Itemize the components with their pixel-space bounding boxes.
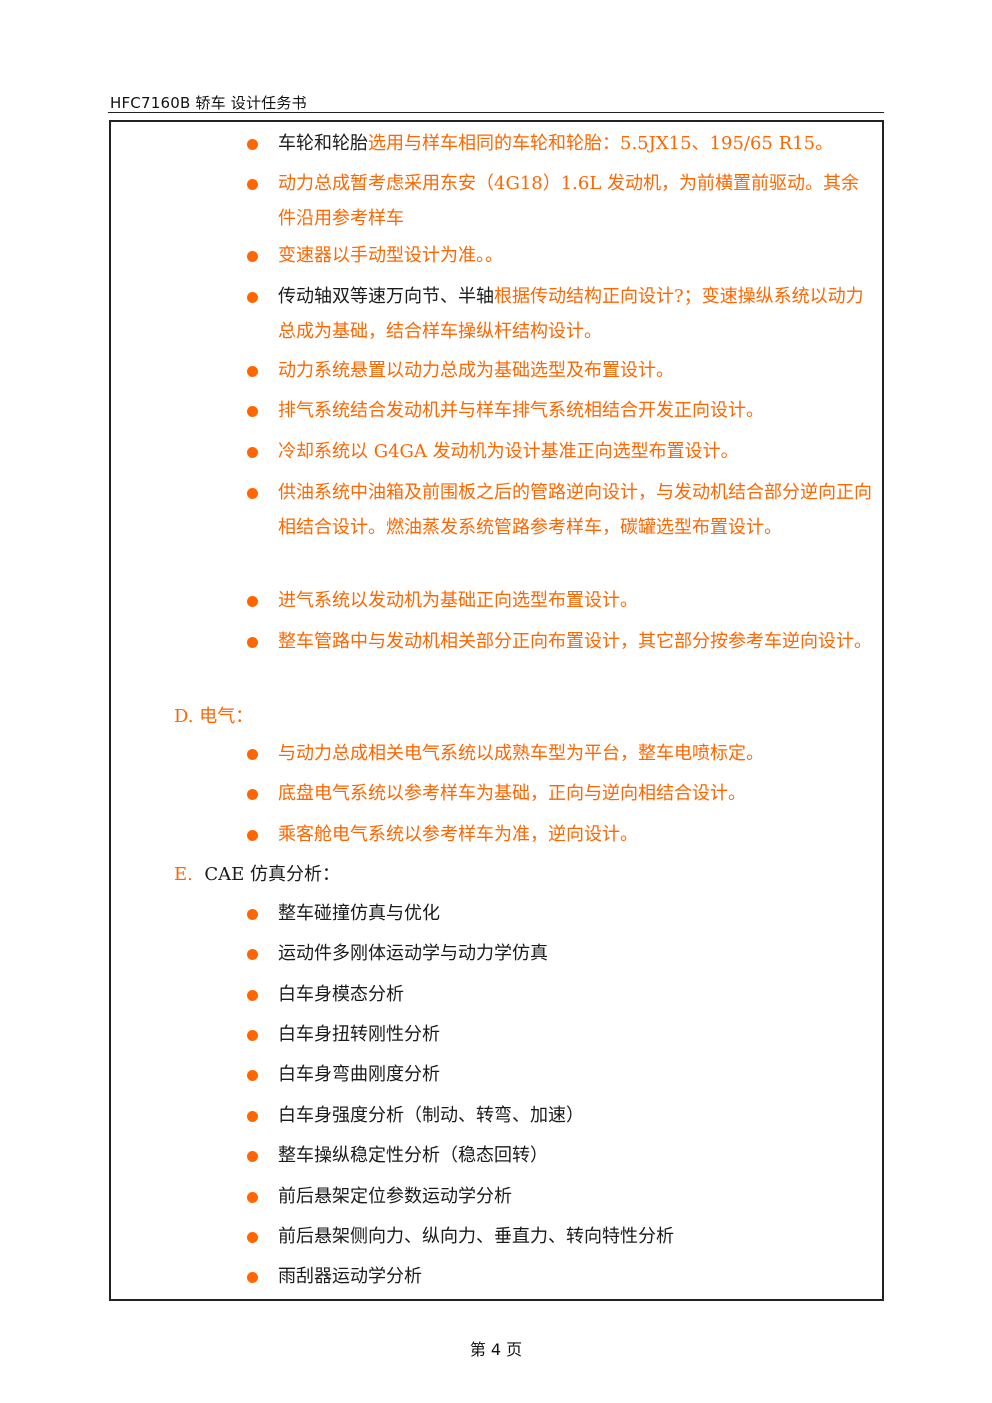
- bullet-icon: [247, 749, 258, 760]
- item-text: 整车碰撞仿真与优化: [278, 903, 440, 924]
- item-text: 整车管路中与发动机相关部分正向布置设计，其它部分按参考车逆向设计。: [278, 631, 872, 652]
- item-text: 白车身扭转刚性分析: [278, 1024, 440, 1045]
- header-divider: [108, 112, 884, 113]
- bullet-icon: [247, 1070, 258, 1081]
- bullet-icon: [247, 596, 258, 607]
- document-header-title: HFC7160B 轿车 设计任务书: [110, 94, 307, 112]
- item-text: 动力总成暂考虑采用东安（4G18）1.6L 发动机，为前横置前驱动。其余件沿用参…: [278, 173, 860, 229]
- page-number: 第 4 页: [469, 1340, 523, 1359]
- bullet-icon: [247, 1151, 258, 1162]
- item-text: 运动件多刚体运动学与动力学仿真: [278, 943, 548, 964]
- bullet-icon: [247, 292, 258, 303]
- section-e-prefix: E.: [174, 864, 193, 885]
- content-frame: 车轮和轮胎选用与样车相同的车轮和轮胎：5.5JX15、195/65 R15。 动…: [109, 120, 884, 1301]
- section-e-title: CAE 仿真分析：: [204, 864, 340, 885]
- bullet-icon: [247, 1030, 258, 1041]
- item-text: 白车身模态分析: [278, 984, 404, 1005]
- item-text: 前后悬架侧向力、纵向力、垂直力、转向特性分析: [278, 1226, 674, 1247]
- item-text: 与动力总成相关电气系统以成熟车型为平台，整车电喷标定。: [278, 743, 764, 764]
- item-lead-text: 车轮和轮胎: [278, 133, 368, 154]
- bullet-icon: [247, 139, 258, 150]
- bullet-icon: [247, 488, 258, 499]
- item-text: 底盘电气系统以参考样车为基础，正向与逆向相结合设计。: [278, 783, 746, 804]
- bullet-icon: [247, 789, 258, 800]
- bullet-icon: [247, 830, 258, 841]
- bullet-icon: [247, 406, 258, 417]
- item-text: 白车身弯曲刚度分析: [278, 1064, 440, 1085]
- bullet-icon: [247, 909, 258, 920]
- bullet-icon: [247, 366, 258, 377]
- item-text: 乘客舱电气系统以参考样车为准，逆向设计。: [278, 824, 638, 845]
- item-text: 进气系统以发动机为基础正向选型布置设计。: [278, 590, 638, 611]
- item-text: 冷却系统以 G4GA 发动机为设计基准正向选型布置设计。: [278, 441, 739, 462]
- bullet-icon: [247, 949, 258, 960]
- bullet-icon: [247, 447, 258, 458]
- item-text: 选用与样车相同的车轮和轮胎：5.5JX15、195/65 R15。: [368, 133, 834, 154]
- item-text: 白车身强度分析（制动、转弯、加速）: [278, 1105, 584, 1126]
- item-text: 雨刮器运动学分析: [278, 1266, 422, 1287]
- section-d-heading: D. 电气：: [174, 706, 254, 727]
- item-text: 变速器以手动型设计为准。。: [278, 245, 503, 266]
- bullet-icon: [247, 1272, 258, 1283]
- item-lead-text: 传动轴双等速万向节、半轴: [278, 286, 494, 307]
- bullet-icon: [247, 1232, 258, 1243]
- item-text: 排气系统结合发动机并与样车排气系统相结合开发正向设计。: [278, 400, 764, 421]
- bullet-icon: [247, 637, 258, 648]
- item-text: 动力系统悬置以动力总成为基础选型及布置设计。: [278, 360, 674, 381]
- item-text: 根据传动结构正向设计?；变速操纵系统以动力总成为基础，结合样车操纵杆结构设计。: [278, 286, 864, 342]
- section-e-heading: E. CAE 仿真分析：: [174, 857, 340, 892]
- item-text: 前后悬架定位参数运动学分析: [278, 1186, 512, 1207]
- bullet-icon: [247, 1192, 258, 1203]
- bullet-icon: [247, 1111, 258, 1122]
- bullet-icon: [247, 179, 258, 190]
- item-text: 整车操纵稳定性分析（稳态回转）: [278, 1145, 548, 1166]
- bullet-icon: [247, 990, 258, 1001]
- bullet-icon: [247, 251, 258, 262]
- item-text: 供油系统中油箱及前围板之后的管路逆向设计，与发动机结合部分逆向正向相结合设计。燃…: [278, 482, 872, 538]
